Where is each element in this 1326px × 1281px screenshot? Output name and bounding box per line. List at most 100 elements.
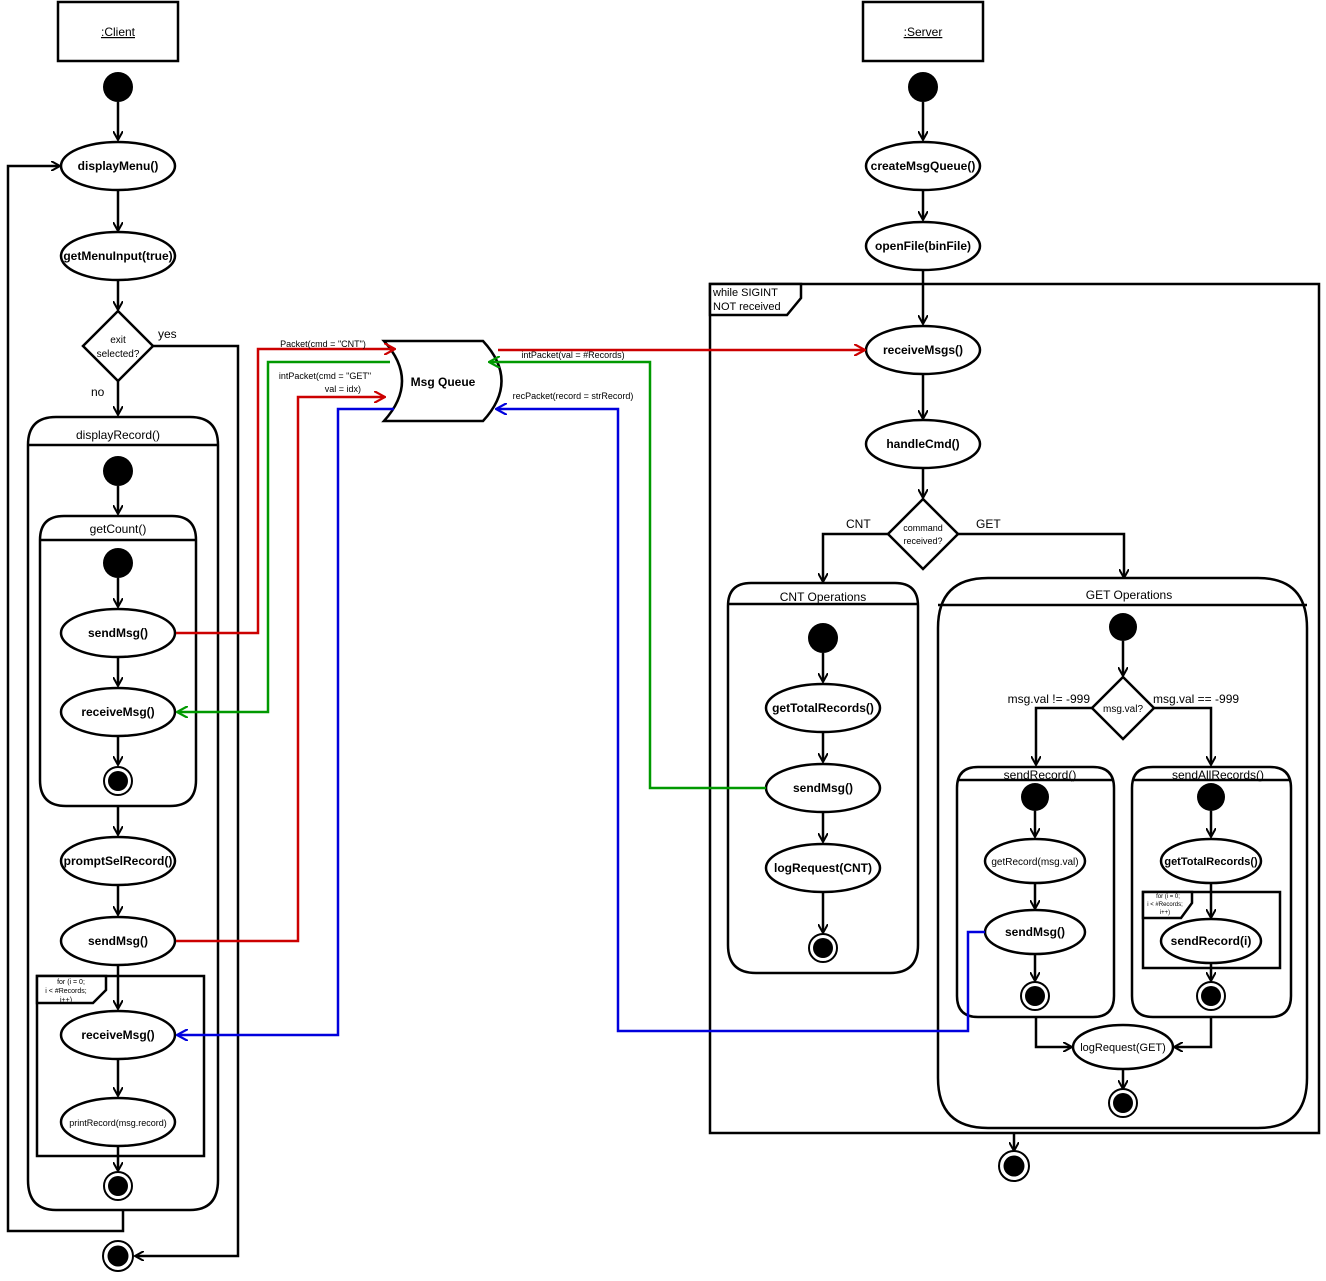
- val-not-999-guard: msg.val != -999: [1008, 692, 1091, 706]
- int-packet-records-label: intPacket(val = #Records): [521, 350, 624, 360]
- cnt-packet-flow: [176, 349, 394, 635]
- while-label-2: NOT received: [713, 301, 781, 313]
- get-menu-input-label: getMenuInput(true): [63, 249, 172, 263]
- display-record-container: displayRecord(): [26, 415, 220, 1212]
- handle-cmd-node: handleCmd(): [864, 418, 982, 470]
- count-reply-flow: [178, 360, 390, 712]
- exit-decision-label-2: selected?: [97, 349, 140, 360]
- while-label-1: while SIGINT: [712, 287, 778, 299]
- send-msg-cnt-label: sendMsg(): [793, 781, 853, 795]
- loop-back-edge: [6, 166, 125, 1233]
- get-total-records-1-node: getTotalRecords(): [764, 682, 882, 734]
- receive-msg-2-node: receiveMsg(): [59, 1009, 177, 1061]
- display-menu-node: displayMenu(): [59, 140, 177, 192]
- val-decision-node: msg.val?: [1090, 675, 1156, 741]
- get-count-end-node: [103, 766, 133, 796]
- get-packet-flow: [176, 397, 384, 943]
- log-request-get-label: logRequest(GET): [1080, 1042, 1166, 1054]
- cnt-end-node: [808, 933, 838, 963]
- log-request-get-node: logRequest(GET): [1071, 1023, 1175, 1071]
- client-loop-frame: for (i = 0; i < #Records; i++): [35, 974, 206, 1158]
- cnt-operations-title: CNT Operations: [780, 590, 866, 604]
- client-lane-header: :Client: [56, 0, 180, 63]
- send-msg-get-label: sendMsg(): [1005, 925, 1065, 939]
- client-loop-label-3: i++): [60, 997, 72, 1004]
- send-msg-1-node: sendMsg(): [59, 607, 177, 659]
- server-lane-label: :Server: [904, 25, 943, 39]
- val-eq-999-guard: msg.val == -999: [1153, 692, 1239, 706]
- int-packet-get-label-1: intPacket(cmd = "GET": [279, 371, 371, 381]
- receive-msg-1-label: receiveMsg(): [81, 705, 154, 719]
- command-decision-label-2: received?: [903, 536, 942, 546]
- get-operations-container: GET Operations: [936, 576, 1309, 1130]
- get-start-node: [1109, 613, 1137, 641]
- display-menu-label: displayMenu(): [78, 159, 159, 173]
- server-start-node: [908, 72, 938, 102]
- handle-cmd-label: handleCmd(): [886, 437, 959, 451]
- msg-queue-label: Msg Queue: [411, 375, 476, 389]
- record-reply-flow: [497, 409, 985, 1033]
- exit-decision-node: exit selected?: [81, 309, 155, 383]
- receive-msgs-label: receiveMsgs(): [883, 343, 963, 357]
- send-all-records-title: sendAllRecords(): [1172, 768, 1264, 782]
- client-start-node: [103, 72, 133, 102]
- send-record-container: sendRecord(): [955, 765, 1116, 1019]
- display-record-end-node: [103, 1171, 133, 1201]
- cnt-reply-flow: [490, 362, 766, 790]
- print-record-node: printRecord(msg.record): [59, 1096, 177, 1148]
- client-end-node: [102, 1240, 134, 1272]
- display-record-start-node: [103, 456, 133, 486]
- print-record-label: printRecord(msg.record): [69, 1118, 167, 1128]
- server-loop-label-1: for (i = 0;: [1156, 894, 1180, 900]
- receive-msgs-node: receiveMsgs(): [864, 324, 982, 376]
- yes-edge: [136, 344, 240, 1256]
- send-record-title: sendRecord(): [1004, 768, 1077, 782]
- msg-queue-node: Msg Queue: [381, 339, 503, 423]
- server-loop-label-2: i < #Records;: [1147, 902, 1183, 908]
- command-decision-label-1: command: [903, 523, 943, 533]
- send-record-i-label: sendRecord(i): [1171, 934, 1252, 948]
- get-total-records-2-label: getTotalRecords(): [1164, 856, 1258, 868]
- get-total-records-2-node: getTotalRecords(): [1159, 837, 1263, 885]
- create-msg-queue-label: createMsgQueue(): [871, 159, 976, 173]
- get-count-title: getCount(): [90, 522, 147, 536]
- server-lane-header: :Server: [861, 0, 985, 63]
- get-total-records-1-label: getTotalRecords(): [772, 701, 874, 715]
- log-request-cnt-node: logRequest(CNT): [764, 842, 882, 894]
- send-all-records-container: sendAllRecords(): [1130, 765, 1293, 1019]
- rec-packet-label: recPacket(record = strRecord): [513, 391, 634, 401]
- receive-msg-1-node: receiveMsg(): [59, 686, 177, 738]
- int-packet-get-label-2: val = idx): [325, 384, 361, 394]
- send-record-i-node: sendRecord(i): [1159, 917, 1263, 965]
- cnt-operations-container: CNT Operations: [726, 581, 920, 975]
- get-guard: GET: [976, 517, 1001, 531]
- send-msg-2-label: sendMsg(): [88, 934, 148, 948]
- prompt-sel-record-node: promptSelRecord(): [59, 835, 177, 887]
- get-menu-input-node: getMenuInput(true): [59, 230, 177, 282]
- send-msg-1-label: sendMsg(): [88, 626, 148, 640]
- send-msg-2-node: sendMsg(): [59, 915, 177, 967]
- exit-decision-label-1: exit: [110, 335, 126, 346]
- client-lane-label: :Client: [101, 25, 136, 39]
- send-all-records-start-node: [1197, 783, 1225, 811]
- command-decision-node: command received?: [886, 497, 960, 571]
- send-record-end-node: [1020, 981, 1050, 1011]
- get-count-start-node: [103, 548, 133, 578]
- get-record-node: getRecord(msg.val): [983, 837, 1087, 885]
- no-guard: no: [91, 385, 105, 399]
- server-loop-label-3: i++): [1160, 910, 1170, 916]
- receive-msg-2-label: receiveMsg(): [81, 1028, 154, 1042]
- get-end-node: [1108, 1088, 1138, 1118]
- display-record-title: displayRecord(): [76, 428, 160, 442]
- send-msg-cnt-node: sendMsg(): [764, 762, 882, 814]
- client-loop-label-1: for (i = 0;: [57, 979, 85, 986]
- cnt-guard: CNT: [846, 517, 871, 531]
- client-loop-label-2: i < #Records;: [45, 988, 86, 995]
- record-to-client-flow: [178, 407, 394, 1035]
- packet-cnt-label: Packet(cmd = "CNT"): [280, 339, 366, 349]
- create-msg-queue-node: createMsgQueue(): [864, 140, 982, 192]
- open-file-label: openFile(binFile): [875, 239, 971, 253]
- log-request-cnt-label: logRequest(CNT): [774, 861, 872, 875]
- get-count-container: getCount(): [38, 514, 198, 808]
